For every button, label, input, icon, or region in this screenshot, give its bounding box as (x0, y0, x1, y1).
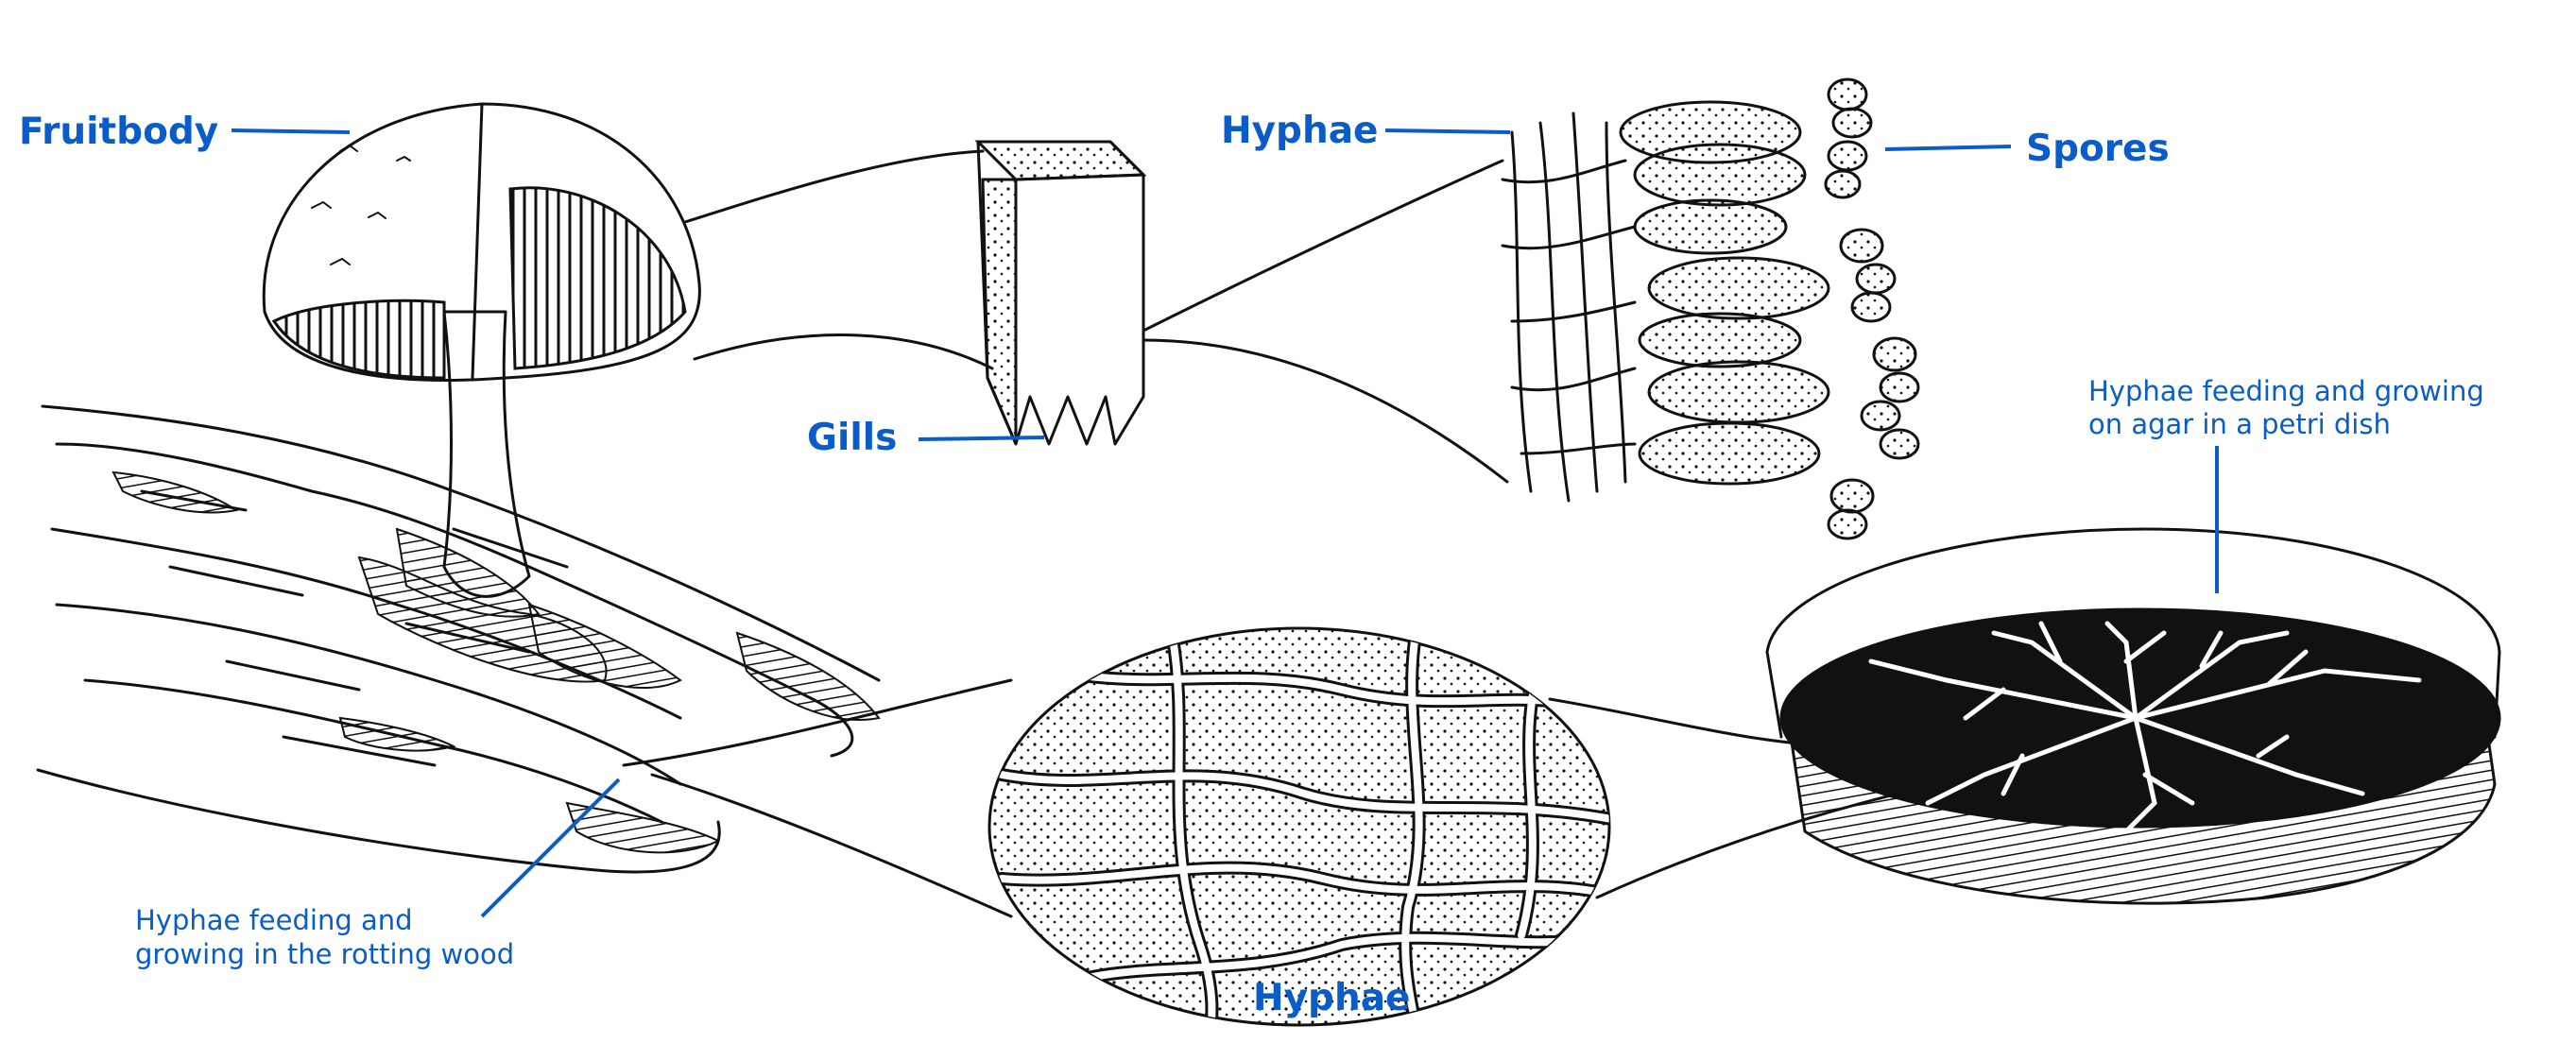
zoom-connector-hyphae (622, 678, 1013, 918)
leader-hyphae-top (1384, 128, 1511, 134)
zoom-connector-spores (1142, 159, 1509, 484)
leader-fruitbody (231, 128, 351, 134)
leader-gills (918, 436, 1045, 441)
label-wood-line1: Hyphae feeding and (135, 904, 413, 936)
hyphae-magnified-circle (987, 626, 1611, 1027)
label-spores: Spores (2026, 128, 2170, 170)
gills-block (974, 140, 1147, 446)
leader-lines (231, 128, 2219, 918)
label-petri-line1: Hyphae feeding and growing (2088, 375, 2484, 407)
label-wood-line2: growing in the rotting wood (135, 938, 515, 970)
label-hyphae-top: Hyphae (1221, 110, 1379, 152)
label-hyphae-bottom: Hyphae (1253, 977, 1411, 1019)
leader-spores (1884, 145, 2012, 151)
zoom-connector-gills (683, 149, 994, 370)
label-petri-line2: on agar in a petri dish (2088, 408, 2391, 440)
label-gills: Gills (807, 417, 898, 459)
label-fruitbody: Fruitbody (19, 111, 219, 153)
petri-dish (1765, 527, 2501, 905)
leader-wood (480, 778, 621, 918)
mushroom-fruitbody (262, 102, 701, 683)
hyphae-basidia-cluster (1501, 77, 1920, 540)
